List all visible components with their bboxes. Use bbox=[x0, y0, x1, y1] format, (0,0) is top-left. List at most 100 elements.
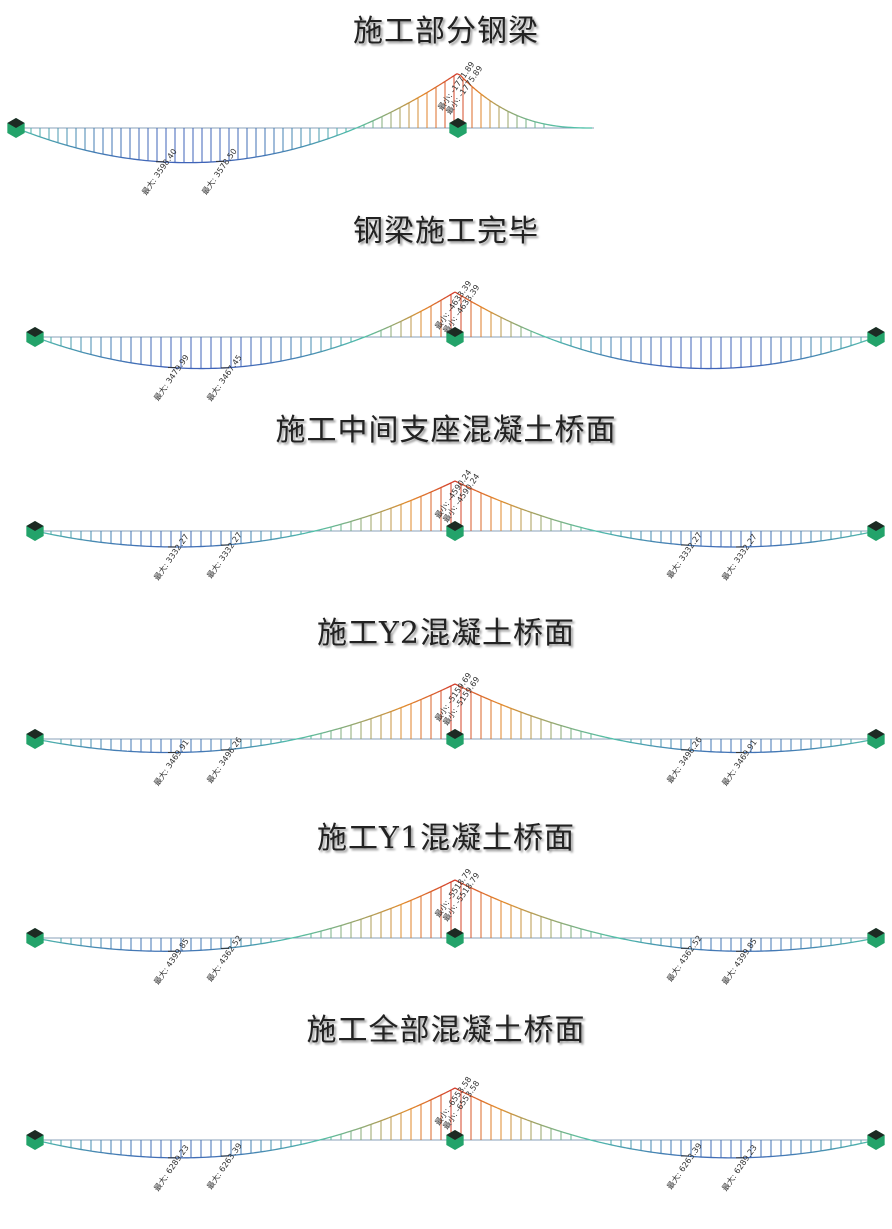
moment-curve bbox=[367, 717, 372, 721]
moment-curve bbox=[781, 361, 786, 364]
moment-curve bbox=[349, 340, 354, 344]
moment-curve bbox=[46, 939, 51, 942]
moment-curve bbox=[447, 77, 452, 81]
moment-curve bbox=[490, 496, 495, 499]
moment-curve bbox=[469, 487, 474, 490]
moment-curve bbox=[459, 74, 464, 79]
moment-curve bbox=[399, 105, 404, 109]
moment-curve bbox=[327, 137, 332, 140]
support-icon bbox=[867, 521, 885, 541]
moment-curve bbox=[385, 908, 390, 911]
moment-curve bbox=[84, 149, 89, 152]
moment-curve bbox=[580, 526, 585, 529]
moment-curve bbox=[373, 512, 378, 515]
moment-curve bbox=[366, 121, 371, 125]
moment-curve bbox=[289, 937, 294, 940]
moment-curve bbox=[535, 332, 540, 336]
moment-curve bbox=[859, 533, 864, 535]
moment-curve bbox=[343, 1131, 348, 1134]
moment-curve bbox=[400, 1111, 405, 1114]
moment-curve bbox=[376, 330, 381, 333]
moment-curve bbox=[514, 1114, 519, 1118]
moment-curve bbox=[565, 522, 570, 525]
moment-curve bbox=[850, 534, 855, 537]
moment-curve bbox=[463, 687, 468, 691]
moment-curve bbox=[319, 732, 324, 735]
moment-curve bbox=[358, 720, 363, 724]
moment-curve bbox=[400, 319, 405, 322]
moment-curve bbox=[478, 694, 483, 698]
moment-curve bbox=[625, 740, 630, 743]
moment-curve bbox=[511, 322, 516, 325]
moment-curve bbox=[628, 939, 633, 942]
moment-curve bbox=[451, 879, 456, 883]
moment-curve bbox=[102, 153, 107, 156]
moment-curve bbox=[466, 298, 471, 302]
moment-curve bbox=[364, 335, 369, 338]
moment-curve bbox=[562, 922, 567, 926]
moment-curve bbox=[427, 694, 432, 698]
moment-curve bbox=[46, 532, 51, 535]
moment-curve bbox=[316, 930, 321, 933]
moment-curve bbox=[283, 740, 288, 743]
moment-curve bbox=[382, 909, 387, 913]
moment-curve bbox=[477, 91, 482, 95]
moment-curve bbox=[454, 480, 459, 484]
moment-curve bbox=[571, 1134, 576, 1137]
moment-curve bbox=[49, 341, 54, 344]
moment-curve bbox=[829, 1148, 834, 1151]
moment-curve bbox=[604, 355, 609, 358]
moment-curve bbox=[280, 1147, 285, 1150]
moment-curve bbox=[396, 106, 401, 110]
moment-curve bbox=[502, 317, 507, 321]
moment-curve bbox=[385, 508, 390, 511]
moment-curve bbox=[631, 537, 636, 540]
moment-curve bbox=[553, 339, 558, 342]
moment-curve bbox=[385, 326, 390, 329]
moment-curve bbox=[610, 356, 615, 359]
moment-curve bbox=[610, 533, 615, 536]
moment-curve bbox=[355, 919, 360, 922]
moment-curve bbox=[63, 143, 68, 146]
moment-curve bbox=[304, 1142, 309, 1145]
moment-curve bbox=[394, 708, 399, 711]
moment-curve bbox=[388, 1115, 393, 1119]
moment-curve bbox=[463, 883, 468, 887]
moment-curve bbox=[519, 116, 524, 119]
moment-curve bbox=[499, 1108, 504, 1111]
moment-curve bbox=[523, 327, 528, 330]
moment-curve bbox=[502, 704, 507, 708]
moment-curve bbox=[475, 303, 480, 307]
moment-curve bbox=[298, 737, 303, 740]
moment-curve bbox=[448, 1088, 453, 1092]
moment-curve bbox=[619, 358, 624, 361]
moment-curve bbox=[520, 711, 525, 714]
panel-title: 施工Y1混凝土桥面 bbox=[317, 821, 575, 856]
moment-curve bbox=[805, 356, 810, 359]
moment-curve bbox=[61, 535, 66, 538]
moment-curve bbox=[460, 483, 465, 486]
moment-curve bbox=[517, 907, 522, 910]
moment-curve bbox=[526, 510, 531, 513]
support-icon bbox=[867, 928, 885, 948]
moment-curve bbox=[423, 91, 428, 95]
moment-curve bbox=[319, 528, 324, 531]
moment-curve bbox=[838, 536, 843, 539]
moment-curve bbox=[535, 716, 540, 720]
moment-curve bbox=[616, 739, 621, 741]
moment-curve bbox=[340, 726, 345, 729]
moment-curve bbox=[616, 937, 621, 939]
moment-curve bbox=[103, 356, 108, 359]
moment-curve bbox=[448, 293, 453, 297]
moment-curve bbox=[583, 527, 588, 530]
moment-curve bbox=[595, 1140, 600, 1143]
moment-curve bbox=[496, 702, 501, 705]
moment-curve bbox=[331, 346, 336, 350]
support-icon bbox=[26, 729, 44, 749]
moment-curve bbox=[480, 93, 485, 97]
moment-curve bbox=[799, 357, 804, 360]
moment-curve bbox=[325, 526, 330, 529]
moment-curve bbox=[504, 109, 509, 112]
